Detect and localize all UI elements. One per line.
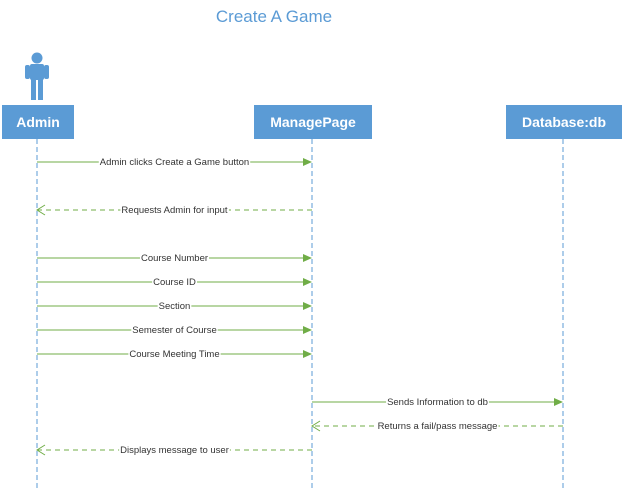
message-arrow: Course Meeting Time — [37, 349, 312, 360]
message-label: Sends Information to db — [387, 397, 488, 408]
message-arrow: Returns a fail/pass message — [311, 420, 563, 432]
arrowhead — [303, 326, 312, 334]
participant-database: Database:db — [506, 105, 622, 139]
message-label-bg — [131, 325, 218, 336]
message-label: Displays message to user — [120, 445, 229, 456]
arrowhead — [36, 444, 46, 456]
message-arrow: Admin clicks Create a Game button — [37, 157, 312, 168]
message-label: Course ID — [153, 277, 196, 288]
message-label: Returns a fail/pass message — [378, 421, 498, 432]
arrowhead — [303, 158, 312, 166]
message-arrow: Semester of Course — [37, 325, 312, 336]
arrowhead — [303, 278, 312, 286]
message-arrow: Course Number — [37, 253, 312, 264]
arrowhead — [554, 398, 563, 406]
message-label: Semester of Course — [132, 325, 216, 336]
message-label-bg — [119, 445, 230, 456]
message-label: Section — [159, 301, 191, 312]
arrowhead — [311, 420, 321, 432]
arrowhead — [36, 204, 46, 216]
message-label: Admin clicks Create a Game button — [100, 157, 249, 168]
arrowhead — [303, 302, 312, 310]
message-label-bg — [157, 301, 192, 312]
message-arrow: Requests Admin for input — [36, 204, 312, 216]
participant-managepage: ManagePage — [254, 105, 372, 139]
message-label-bg — [128, 349, 221, 360]
message-arrow: Sends Information to db — [312, 397, 563, 408]
person-icon — [25, 52, 49, 100]
message-label-bg — [120, 205, 229, 216]
message-label-bg — [98, 157, 251, 168]
message-arrow: Displays message to user — [36, 444, 312, 456]
message-label: Course Meeting Time — [129, 349, 219, 360]
message-label-bg — [152, 277, 198, 288]
message-label: Course Number — [141, 253, 208, 264]
message-label-bg — [376, 421, 499, 432]
message-arrow: Section — [37, 301, 312, 312]
message-arrow: Course ID — [37, 277, 312, 288]
arrowhead — [303, 350, 312, 358]
message-label-bg — [386, 397, 489, 408]
diagram-title: Create A Game — [215, 7, 333, 26]
message-label-bg — [139, 253, 210, 264]
arrowhead — [303, 254, 312, 262]
participant-admin: Admin — [2, 105, 74, 139]
message-label: Requests Admin for input — [121, 205, 228, 216]
